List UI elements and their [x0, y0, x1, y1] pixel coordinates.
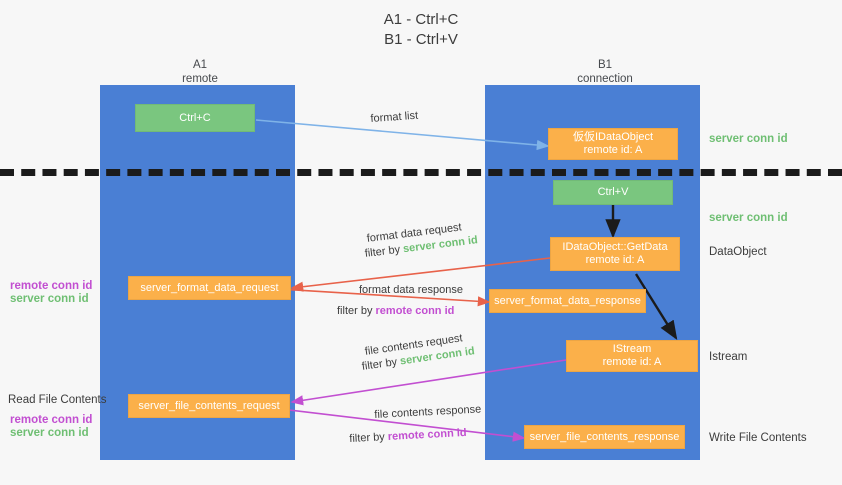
- title-line-2: B1 - Ctrl+V: [384, 31, 458, 48]
- column-b1-name: B1: [597, 59, 613, 71]
- node-ctrl-c[interactable]: Ctrl+C: [135, 104, 255, 132]
- caption-remote-conn-id-lower: remote conn id: [10, 414, 93, 426]
- caption-server-conn-id-top: server conn id: [709, 133, 788, 145]
- node-istream-line2: remote id: A: [602, 356, 662, 368]
- title-line-1: A1 - Ctrl+C: [383, 11, 459, 28]
- column-b1-role: connection: [577, 73, 633, 85]
- node-server-format-data-response[interactable]: server_format_data_response: [489, 289, 646, 313]
- edge-label-format-data-response-filter: filter by remote conn id: [337, 304, 454, 319]
- node-idataobject-line2: remote id: A: [583, 144, 643, 156]
- node-server-file-contents-request-label: server_file_contents_request: [138, 399, 280, 412]
- filter-prefix: filter by: [361, 355, 401, 373]
- caption-server-conn-id-lower: server conn id: [10, 427, 89, 439]
- node-ctrl-v-line1: Ctrl+V: [597, 186, 629, 198]
- node-server-file-contents-response-label: server_file_contents_response: [529, 430, 680, 443]
- node-getdata-line2: remote id: A: [585, 254, 645, 266]
- caption-istream: Istream: [709, 351, 748, 363]
- node-ctrl-v[interactable]: Ctrl+V: [553, 180, 673, 205]
- node-ctrl-c-line1: Ctrl+C: [179, 111, 211, 124]
- caption-remote-conn-id-upper: remote conn id: [10, 280, 93, 292]
- node-server-file-contents-request[interactable]: server_file_contents_request: [128, 394, 290, 418]
- caption-server-conn-id-upper: server conn id: [10, 293, 89, 305]
- filter-key-remote-conn-id: remote conn id: [387, 426, 467, 443]
- filter-prefix: filter by: [349, 430, 389, 445]
- node-server-format-data-request[interactable]: server_format_data_request: [128, 276, 291, 300]
- caption-server-conn-id-mid: server conn id: [709, 212, 788, 224]
- node-idataobject-line1: 仮仮IDataObject: [572, 131, 654, 143]
- caption-read-file-contents: Read File Contents: [8, 394, 107, 406]
- phase-separator: [0, 169, 842, 176]
- node-server-file-contents-response[interactable]: server_file_contents_response: [524, 425, 685, 449]
- caption-write-file-contents: Write File Contents: [709, 432, 807, 444]
- filter-prefix: filter by: [364, 243, 404, 260]
- column-header-b1: B1 connection: [540, 58, 670, 86]
- node-getdata-line1: IDataObject::GetData: [562, 241, 668, 253]
- column-a1-name: A1: [192, 59, 208, 71]
- caption-dataobject: DataObject: [709, 246, 767, 258]
- edge-label-file-contents-response: file contents response: [374, 403, 482, 421]
- node-server-format-data-request-label: server_format_data_request: [140, 281, 279, 294]
- node-getdata[interactable]: IDataObject::GetData remote id: A: [550, 237, 680, 271]
- filter-key-remote-conn-id: remote conn id: [375, 305, 455, 317]
- node-idataobject[interactable]: 仮仮IDataObject remote id: A: [548, 128, 678, 160]
- node-istream[interactable]: IStream remote id: A: [566, 340, 698, 372]
- edge-label-format-list: format list: [370, 109, 419, 125]
- filter-prefix: filter by: [337, 305, 376, 317]
- column-a1-role: remote: [182, 73, 218, 85]
- column-header-a1: A1 remote: [140, 58, 260, 86]
- node-server-format-data-response-label: server_format_data_response: [494, 294, 641, 307]
- page-title: A1 - Ctrl+C B1 - Ctrl+V: [0, 10, 842, 50]
- edge-label-format-data-response: format data response: [359, 284, 463, 296]
- edge-label-file-contents-response-filter: filter by remote conn id: [349, 426, 467, 447]
- node-istream-line1: IStream: [612, 343, 652, 355]
